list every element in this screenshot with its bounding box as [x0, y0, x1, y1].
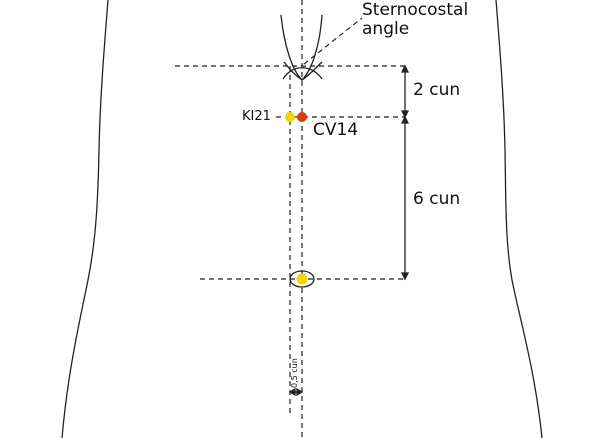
angle-label: angle — [362, 19, 410, 39]
body-left-outline — [61, 0, 109, 438]
arrow-head-icon — [400, 115, 410, 281]
cv14-point — [297, 112, 307, 122]
navel-point — [296, 273, 308, 285]
cv14-label: CV14 — [313, 120, 359, 140]
ki21-label: KI21 — [242, 109, 271, 124]
six-cun-label: 6 cun — [413, 189, 461, 209]
arrow-head-icon — [288, 387, 304, 397]
arrow-head-icon — [400, 64, 410, 119]
two-cun-label: 2 cun — [413, 80, 461, 100]
ki21-point — [285, 112, 295, 122]
body-right-outline — [495, 0, 543, 438]
sternocostal-pointer — [303, 17, 363, 65]
half-cun-label: 0,5 cun — [290, 358, 299, 388]
sternocostal-label: Sternocostal — [362, 0, 469, 20]
